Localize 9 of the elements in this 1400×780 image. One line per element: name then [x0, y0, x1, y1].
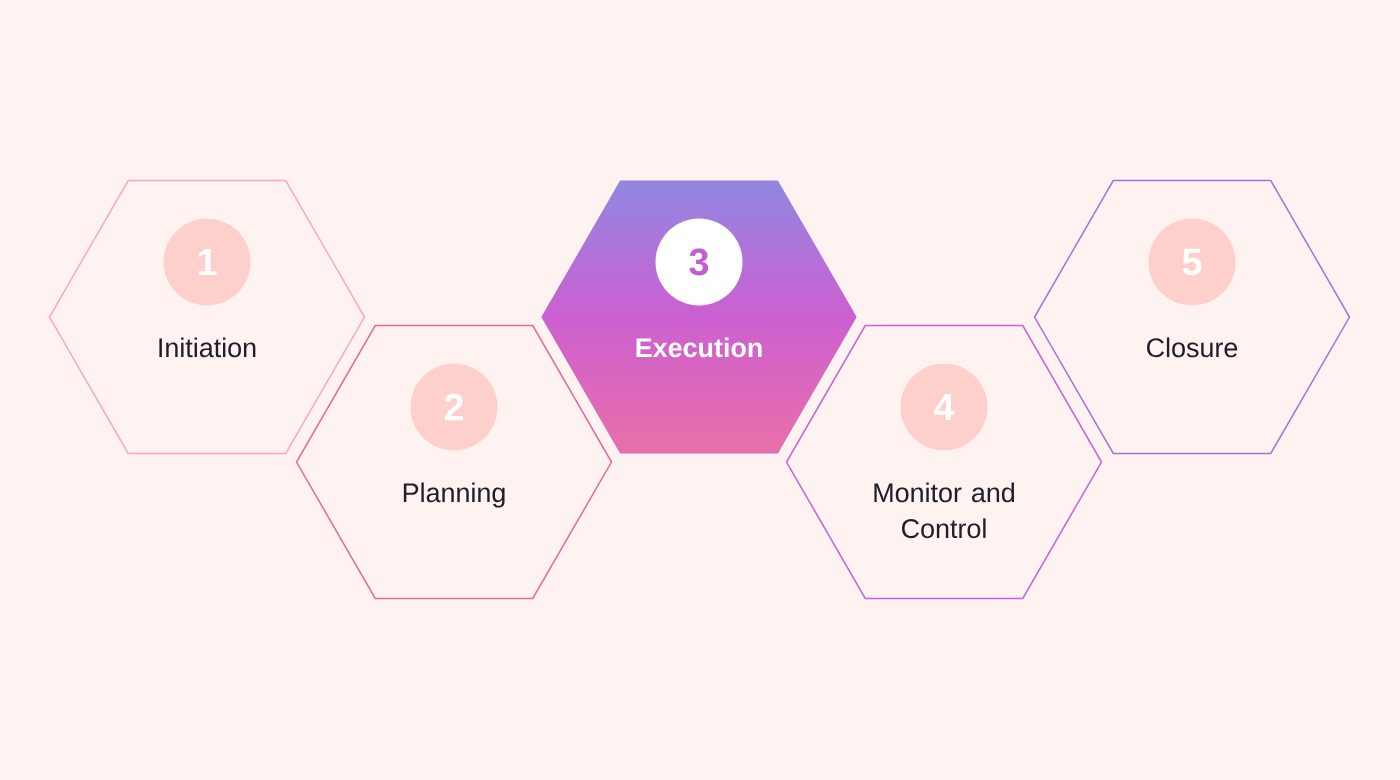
step-label: Planning	[403, 482, 505, 508]
hexagon	[1033, 179, 1351, 455]
step-label: Closure	[1147, 337, 1238, 358]
step-label: Execution	[636, 337, 762, 358]
step-label: Initiation	[159, 337, 256, 358]
hexagon	[295, 324, 613, 600]
hexagon	[785, 324, 1103, 600]
hexagon	[48, 179, 366, 455]
step-label: Monitor and Control	[874, 482, 1015, 539]
